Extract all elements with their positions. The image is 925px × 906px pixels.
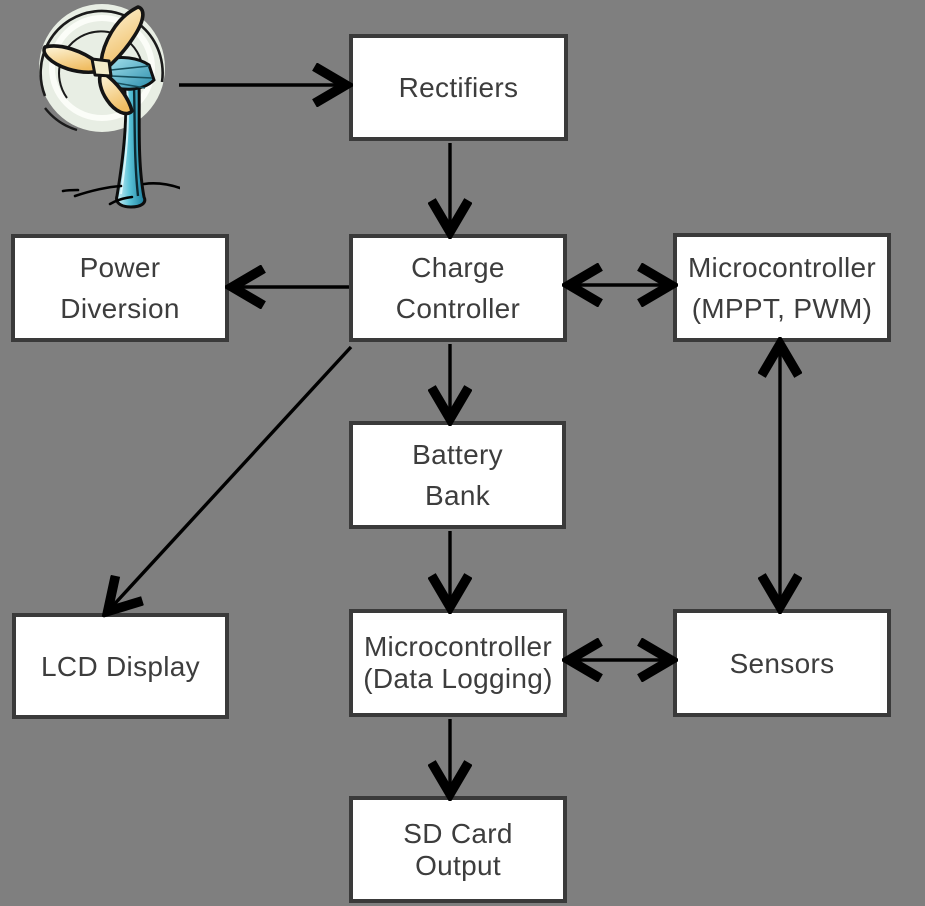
node-label: Output <box>415 849 501 881</box>
node-label: Rectifiers <box>398 72 519 103</box>
node-microcontroller-data-logging: Microcontroller (Data Logging) <box>349 609 567 717</box>
edge-charge-controller-to-lcd-display <box>109 345 353 610</box>
node-label: (MPPT, PWM) <box>691 292 873 324</box>
node-label: Bank <box>424 480 491 511</box>
node-label: Diversion <box>60 293 180 324</box>
node-label: (Data Logging) <box>363 663 553 694</box>
node-power-diversion: Power Diversion <box>11 234 229 342</box>
node-rectifiers: Rectifiers <box>349 34 568 141</box>
node-label: Microcontroller <box>363 631 553 662</box>
node-label: SD Card <box>403 817 513 849</box>
node-label: Sensors <box>729 647 835 679</box>
node-charge-controller: Charge Controller <box>349 234 567 342</box>
node-label: LCD Display <box>41 650 200 682</box>
wind-turbine-icon <box>39 4 180 209</box>
node-lcd-display: LCD Display <box>12 613 229 719</box>
node-battery-bank: Battery Bank <box>349 421 566 529</box>
node-label: Battery <box>412 439 503 470</box>
node-sd-card-output: SD Card Output <box>349 796 567 903</box>
node-microcontroller-mppt: Microcontroller (MPPT, PWM) <box>673 233 891 342</box>
node-label: Power <box>79 252 161 283</box>
node-sensors: Sensors <box>673 609 891 717</box>
node-label: Controller <box>395 293 521 324</box>
node-label: Microcontroller <box>687 251 877 283</box>
node-label: Charge <box>411 252 505 283</box>
